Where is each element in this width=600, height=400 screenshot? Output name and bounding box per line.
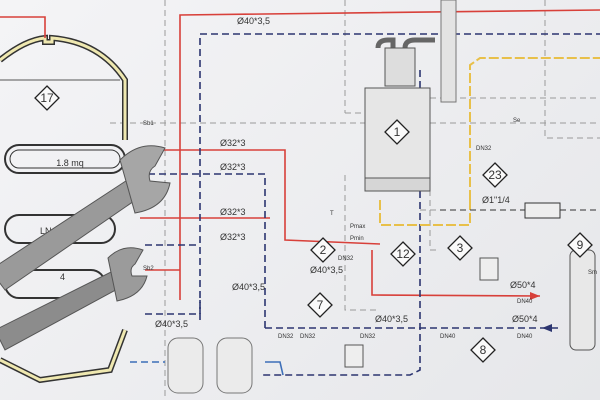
marker-number: 8 — [480, 343, 487, 357]
label-gauges-pmax: Pmax — [350, 224, 365, 230]
label-valves-dn40-c: DN40 — [517, 334, 533, 340]
label-valves-dn32-d: DN32 — [360, 334, 376, 340]
label-gauges-pmin: Pmin — [350, 236, 364, 242]
label-pipes-top-supply: Ø40*3,5 — [237, 16, 270, 26]
marker-number: 9 — [577, 238, 584, 252]
small-wrench — [0, 247, 148, 351]
label-pipes-p32-4: Ø32*3 — [220, 232, 246, 242]
marker-number: 3 — [457, 241, 464, 255]
marker-1: 1 — [384, 119, 410, 145]
label-valves-dn32-e: DN32 — [300, 334, 316, 340]
marker-number: 17 — [40, 91, 54, 105]
marker-number: 12 — [396, 247, 410, 261]
label-sensors-sb1: Sb1 — [143, 121, 154, 127]
label-pipes-gas: Ø1"1/4 — [482, 195, 510, 205]
label-pipes-supply-out: Ø50*4 — [510, 280, 536, 290]
tank-label-3: 4 — [60, 272, 65, 282]
expansion-vessels — [167, 337, 253, 394]
label-sensors-sm: Sm — [588, 270, 597, 276]
marker-8: 8 — [470, 337, 496, 363]
tank-label: LN — [40, 226, 52, 236]
label-valves-dn32-b: DN32 — [338, 256, 354, 262]
supply-pipes — [0, 9, 600, 300]
label-sensors-sb2: Sb2 — [143, 266, 154, 272]
label-pipes-mid-center: Ø40*3,5 — [310, 265, 343, 275]
label-valves-dn32-a: DN32 — [476, 146, 492, 152]
supply-arrow-icon — [530, 292, 540, 300]
controller-box — [479, 257, 499, 281]
marker-17: 17 — [34, 85, 60, 111]
return-pipes — [130, 33, 600, 376]
label-pipes-p32-3: Ø32*3 — [220, 207, 246, 217]
label-pipes-return-out: Ø50*4 — [512, 314, 538, 324]
controller-box-2 — [344, 344, 364, 368]
hydraulic-separator — [569, 249, 596, 351]
marker-7: 7 — [307, 292, 333, 318]
label-gauges-t: T — [330, 211, 334, 217]
label-valves-dn40-b: DN40 — [517, 299, 533, 305]
label-pipes-mid-left: Ø40*3,5 — [232, 282, 265, 292]
label-valves-dn40-a: DN40 — [440, 334, 456, 340]
marker-9: 9 — [567, 232, 593, 258]
wrenches — [0, 145, 171, 351]
marker-12: 12 — [390, 241, 416, 267]
marker-number: 2 — [320, 243, 327, 257]
label-pipes-bottom-center: Ø40*3,5 — [375, 314, 408, 324]
pipe-labels: Ø40*3,5Ø32*3Ø32*3Ø32*3Ø32*3Ø40*3,5Ø40*3,… — [143, 16, 597, 340]
boiler — [364, 0, 457, 192]
large-wrench — [0, 145, 171, 291]
return-arrow-icon — [542, 324, 552, 332]
tank-area-label: 1.8 mq — [56, 158, 84, 168]
label-sensors-se: Se — [513, 118, 521, 124]
label-pipes-p32-2: Ø32*3 — [220, 162, 246, 172]
marker-number: 7 — [317, 298, 324, 312]
marker-23: 23 — [482, 162, 508, 188]
label-pipes-p32-1: Ø32*3 — [220, 138, 246, 148]
label-pipes-bottom-left: Ø40*3,5 — [155, 319, 188, 329]
marker-2: 2 — [310, 237, 336, 263]
gas-meter — [524, 202, 561, 219]
gas-pipe — [379, 57, 600, 226]
marker-number: 23 — [488, 168, 502, 182]
label-valves-dn32-c: DN32 — [278, 334, 294, 340]
marker-number: 1 — [394, 125, 401, 139]
marker-3: 3 — [447, 235, 473, 261]
